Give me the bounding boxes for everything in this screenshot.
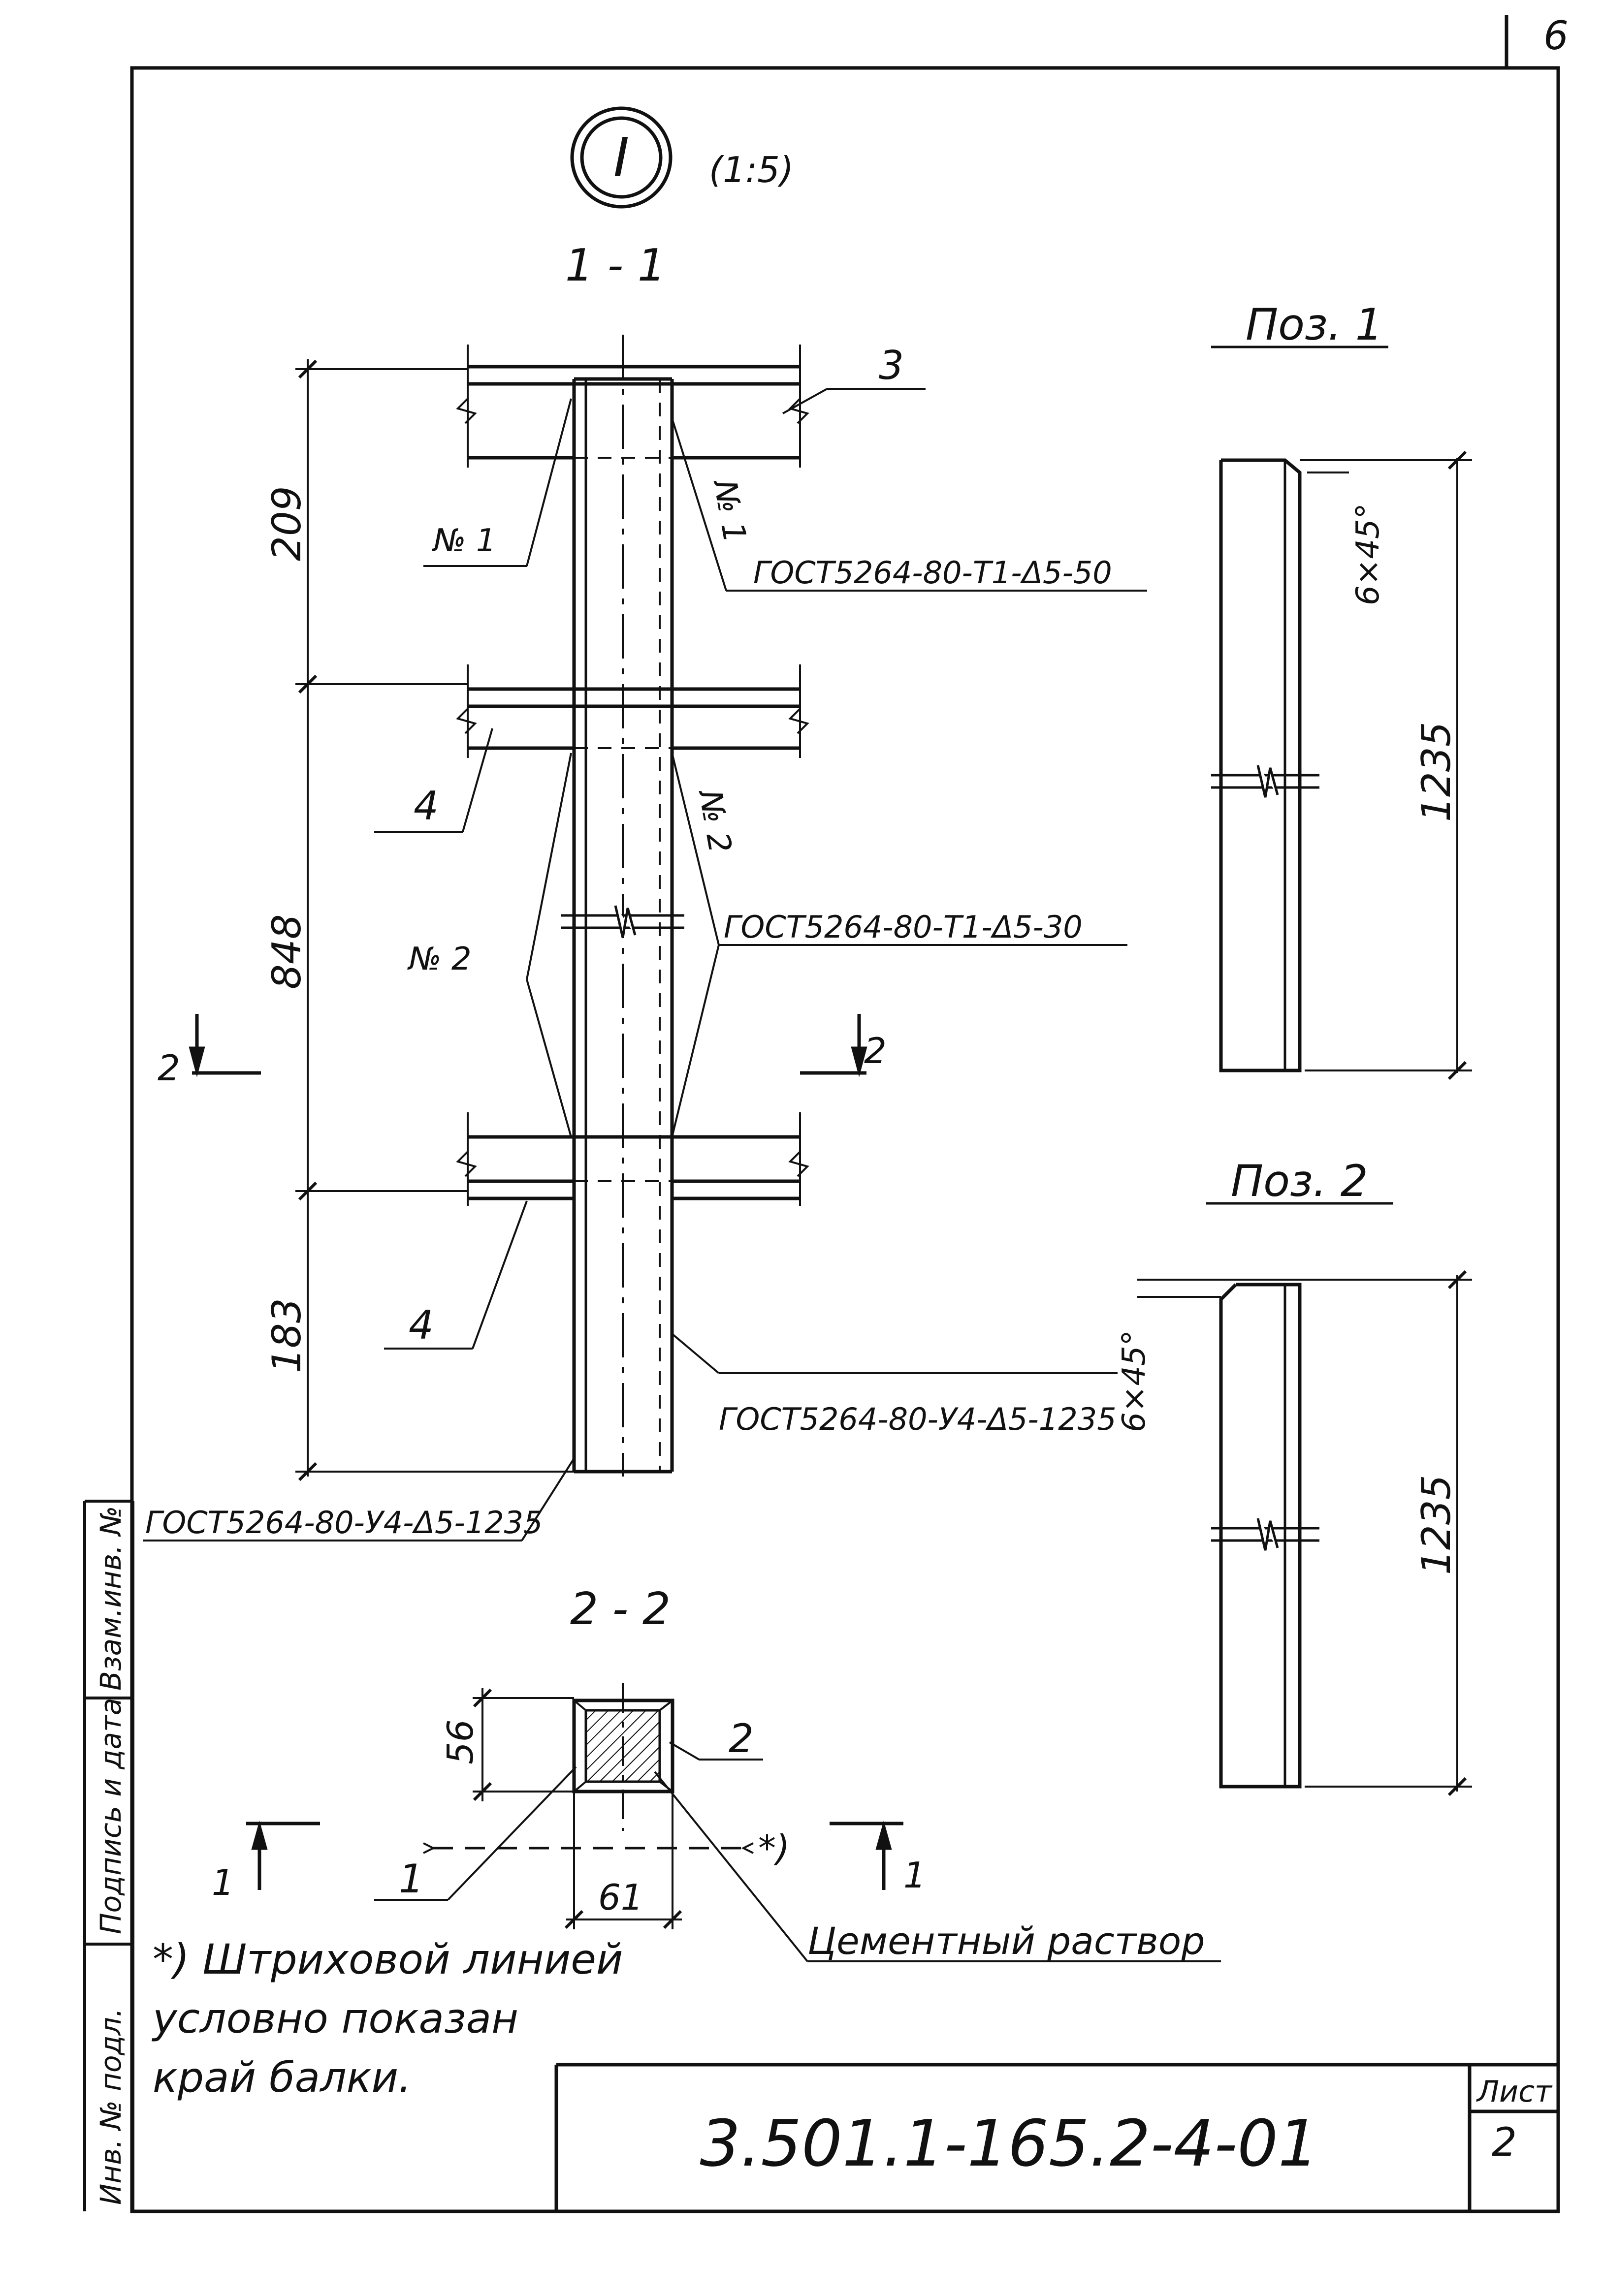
- callout-weld-no1-left: № 1: [432, 523, 496, 559]
- section-1-1-title: 1 - 1: [565, 240, 666, 291]
- section-2-2-width: 61: [598, 1877, 643, 1918]
- detail-marker: [570, 106, 673, 209]
- callout-pos4-lower: 4: [409, 1302, 434, 1348]
- section-2-2-label-pos1: 1: [399, 1856, 424, 1902]
- cut-mark-2-2: [189, 1014, 867, 1077]
- pos2-title: Поз. 2: [1231, 1156, 1368, 1206]
- note-line-2: условно показан: [151, 1994, 518, 2043]
- weld-spec-t1-30: ГОСТ5264-80-Т1-Δ5-30: [724, 909, 1083, 945]
- weld-spec-t1-50: ГОСТ5264-80-Т1-Δ5-50: [753, 555, 1112, 591]
- dimension-183: 183: [264, 1298, 310, 1373]
- beam-pos3: [456, 345, 809, 468]
- cut-mark-1-1: [246, 1820, 903, 1890]
- section-2-2-view: [246, 1683, 1221, 1962]
- detail-scale: (1:5): [709, 149, 794, 190]
- section-2-2-height: 56: [440, 1719, 481, 1764]
- stamp-field-vzam-inv: Взам.инв. №: [94, 1506, 128, 1691]
- sheet-frame: [130, 15, 1560, 2213]
- detail-roman-numeral: I: [613, 126, 629, 189]
- cut-mark-2-right-label: 2: [864, 1030, 887, 1071]
- section-2-2-mortar: Цементный раствор: [807, 1919, 1205, 1963]
- weld-spec-u4-right: ГОСТ5264-80-У4-Δ5-1235: [719, 1401, 1117, 1437]
- callout-pos4-upper: 4: [414, 783, 439, 829]
- cut-mark-2-left-label: 2: [158, 1047, 180, 1089]
- pos1-title: Поз. 1: [1246, 299, 1383, 350]
- stamp-field-inv-podl: Инв. № подл.: [94, 2008, 128, 2205]
- dimension-209: 209: [264, 486, 310, 561]
- callout-weld-no2-left: № 2: [407, 941, 472, 977]
- pos2-length: 1235: [1413, 1475, 1459, 1575]
- section-2-2-title: 2 - 2: [570, 1583, 671, 1635]
- title-block-designation: 3.501.1-165.2-4-01: [700, 2106, 1318, 2181]
- note-block: *) Штриховой линией условно показан край…: [151, 1935, 623, 2102]
- callout-weld-no1-right: № 1: [706, 476, 753, 545]
- weld-spec-u4-left: ГОСТ5264-80-У4-Δ5-1235: [145, 1505, 543, 1541]
- column-post: [572, 377, 674, 1474]
- pos1-part: [1211, 450, 1472, 1080]
- beam-pos4-lower: [456, 1112, 809, 1206]
- note-line-3: край балки.: [153, 2053, 412, 2102]
- page-number: 6: [1543, 13, 1569, 59]
- pos1-chamfer: 6×45°: [1350, 503, 1386, 605]
- section-2-2-asterisk: *): [758, 1827, 790, 1869]
- vertical-dimension-chain: [295, 359, 574, 1481]
- title-block-sheet-number: 2: [1492, 2119, 1517, 2165]
- dimension-848: 848: [264, 914, 310, 989]
- cut-mark-1-right-label: 1: [903, 1855, 926, 1896]
- title-block: [554, 2063, 1558, 2211]
- column-break: [561, 905, 684, 938]
- section-1-1-view: [143, 335, 1147, 1541]
- section-2-2-label-pos2: 2: [729, 1716, 754, 1761]
- callout-weld-no2-right: № 2: [691, 786, 738, 855]
- note-line-1: *) Штриховой линией: [153, 1935, 623, 1983]
- pos2-chamfer: 6×45°: [1116, 1330, 1153, 1432]
- beam-pos4-upper: [456, 664, 809, 758]
- callout-pos3: 3: [879, 343, 904, 388]
- side-stamp: [83, 1500, 134, 2211]
- leader-lines: [143, 388, 1147, 1541]
- title-block-sheet-label: Лист: [1476, 2075, 1553, 2109]
- pos2-part: [1137, 1270, 1472, 1796]
- stamp-field-signature-date: Подпись и дата: [94, 1698, 128, 1934]
- cut-mark-1-left-label: 1: [212, 1862, 234, 1903]
- pos1-length: 1235: [1413, 722, 1459, 822]
